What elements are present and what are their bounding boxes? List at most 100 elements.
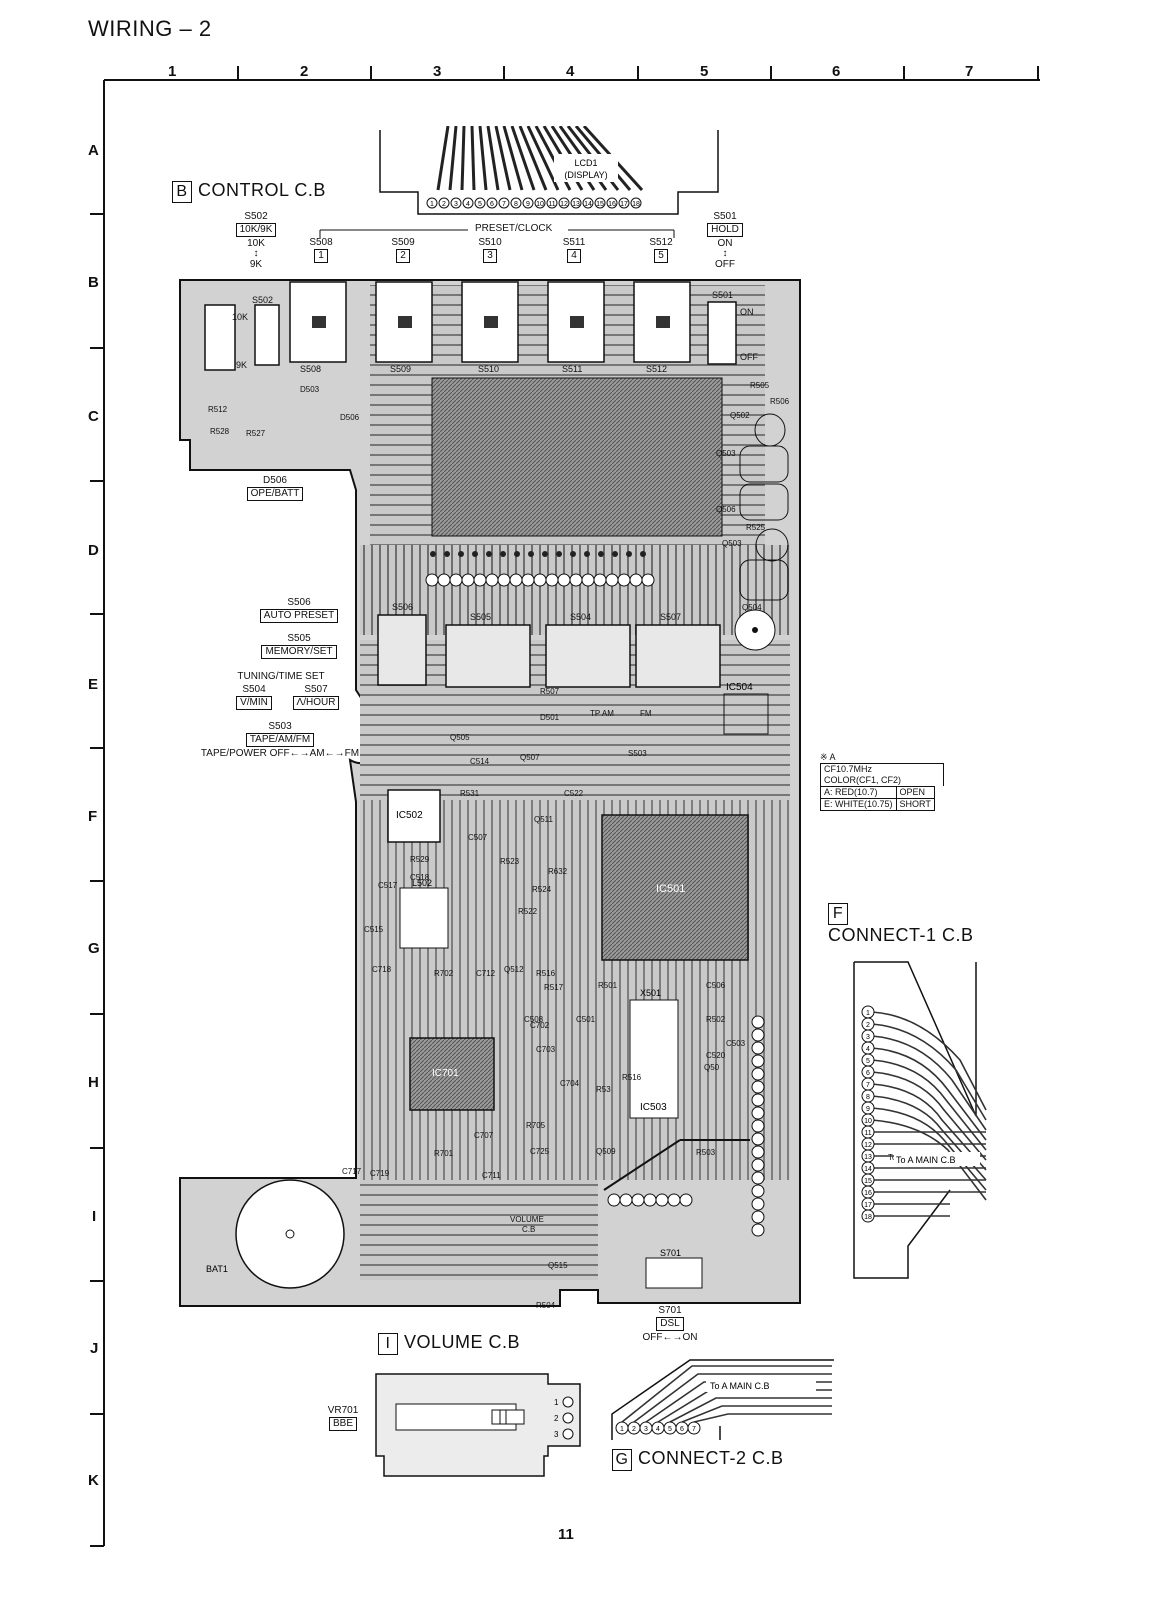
svg-text:11: 11 (548, 201, 555, 208)
s508-num: 1 (314, 249, 328, 263)
svg-text:8: 8 (514, 201, 518, 208)
s508-id: S508 (309, 237, 333, 248)
connect2-pin: 1 (615, 1421, 629, 1435)
svg-text:R516: R516 (622, 1073, 642, 1082)
lcd-pin: 11 (546, 197, 558, 209)
svg-text:15: 15 (596, 201, 604, 208)
svg-text:8: 8 (866, 1094, 870, 1101)
lcd-pin: 17 (618, 197, 630, 209)
svg-text:16: 16 (864, 1190, 872, 1197)
svg-text:C717: C717 (342, 1167, 362, 1176)
connect1-pin: 4 (861, 1041, 875, 1055)
svg-text:R506: R506 (770, 397, 790, 406)
s501-box: HOLD (707, 223, 743, 237)
grid-row-c: C (88, 408, 99, 425)
grid-row-a: A (88, 142, 99, 159)
svg-text:11: 11 (864, 1130, 871, 1137)
svg-text:C520: C520 (706, 1051, 726, 1060)
svg-text:Q511: Q511 (534, 815, 554, 824)
cf-line1: CF10.7MHz (824, 764, 873, 774)
svg-text:Q506: Q506 (716, 505, 736, 514)
lcd-pin: 13 (570, 197, 582, 209)
svg-text:C517: C517 (378, 881, 398, 890)
svg-text:S510: S510 (478, 364, 499, 374)
lcd-pin: 10 (534, 197, 546, 209)
grid-row-h: H (88, 1074, 99, 1091)
page-title: WIRING – 2 (88, 16, 212, 41)
svg-text:13: 13 (864, 1154, 872, 1161)
s501-l1: ON (717, 238, 733, 249)
svg-text:R525: R525 (746, 523, 766, 532)
grid-row-g: G (88, 940, 100, 957)
svg-text:5: 5 (478, 201, 482, 208)
svg-text:3: 3 (866, 1034, 870, 1041)
control-board-letter: B (172, 181, 192, 203)
grid-row-e: E (88, 676, 99, 693)
svg-text:D506: D506 (340, 413, 360, 422)
svg-text:C704: C704 (560, 1079, 580, 1088)
connect1-pin: 18 (861, 1209, 875, 1223)
svg-text:16: 16 (608, 201, 616, 208)
svg-text:7: 7 (692, 1426, 696, 1433)
callout-d506: D506 OPE/BATT (240, 474, 310, 501)
connect1-pin: 10 (861, 1113, 875, 1127)
cf-mark: ※ A (820, 752, 836, 762)
svg-text:C.B: C.B (522, 1225, 535, 1234)
svg-text:ON: ON (740, 307, 754, 317)
svg-text:S508: S508 (300, 364, 321, 374)
svg-text:18: 18 (632, 201, 640, 208)
connect1-pin: 16 (861, 1185, 875, 1199)
s503-note: TAPE/POWER OFF←→AM←→FM (200, 748, 360, 759)
svg-text:C514: C514 (470, 757, 490, 766)
svg-text:C703: C703 (536, 1045, 556, 1054)
svg-text:12: 12 (864, 1142, 872, 1149)
svg-text:Q504: Q504 (742, 603, 762, 612)
lcd-label: LCD1 (574, 158, 597, 168)
connect1-pin: 12 (861, 1137, 875, 1151)
grid-row-f: F (88, 808, 98, 825)
grid-col-6: 6 (832, 63, 841, 80)
svg-text:S701: S701 (660, 1248, 681, 1258)
svg-text:To: To (888, 1153, 897, 1162)
s507-id: S507 (304, 684, 328, 695)
callout-s503: S503 TAPE/AM/FM TAPE/POWER OFF←→AM←→FM (180, 720, 380, 760)
page-number: 11 (558, 1526, 574, 1543)
s503-box: TAPE/AM/FM (245, 733, 315, 747)
connect1-board-title: F CONNECT-1 C.B (828, 902, 974, 946)
s501-l2: OFF (715, 259, 735, 270)
svg-text:R516: R516 (536, 969, 556, 978)
svg-text:Q505: Q505 (450, 733, 470, 742)
callout-s701: S701 DSL OFF←→ON (640, 1304, 700, 1344)
volume-board: 123 (375, 1373, 581, 1477)
svg-text:13: 13 (572, 201, 580, 208)
callout-s505: S505 MEMORY/SET (256, 632, 342, 659)
s512-id: S512 (649, 237, 673, 248)
svg-text:D503: D503 (300, 385, 320, 394)
svg-text:IC502: IC502 (396, 810, 423, 821)
s701-note: OFF←→ON (642, 1332, 698, 1343)
lcd-sub: (DISPLAY) (564, 170, 607, 180)
svg-text:5: 5 (668, 1426, 672, 1433)
connect1-pin: 2 (861, 1017, 875, 1031)
svg-text:S505: S505 (470, 612, 491, 622)
svg-text:R502: R502 (706, 1015, 726, 1024)
svg-text:S506: S506 (392, 602, 413, 612)
s504-box: V/MIN (236, 696, 272, 710)
svg-text:S502: S502 (252, 295, 273, 305)
svg-text:9K: 9K (236, 360, 247, 370)
connect1-ribbon: 1 2 3 4 5 6 7 8 9 10 11 12 13 14 15 16 1… (853, 961, 987, 1279)
svg-text:C501: C501 (576, 1015, 596, 1024)
svg-text:14: 14 (584, 201, 592, 208)
svg-text:C711: C711 (482, 1171, 501, 1180)
s512-num: 5 (654, 249, 668, 263)
grid-row-i: I (92, 1208, 97, 1225)
s502-box: 10K/9K (235, 223, 277, 237)
svg-text:R504: R504 (536, 1301, 556, 1310)
connect1-pin: 7 (861, 1077, 875, 1091)
svg-text:OFF: OFF (740, 352, 758, 362)
connect2-pin: 6 (675, 1421, 689, 1435)
d506-box: OPE/BATT (246, 487, 304, 501)
svg-text:R528: R528 (210, 427, 230, 436)
